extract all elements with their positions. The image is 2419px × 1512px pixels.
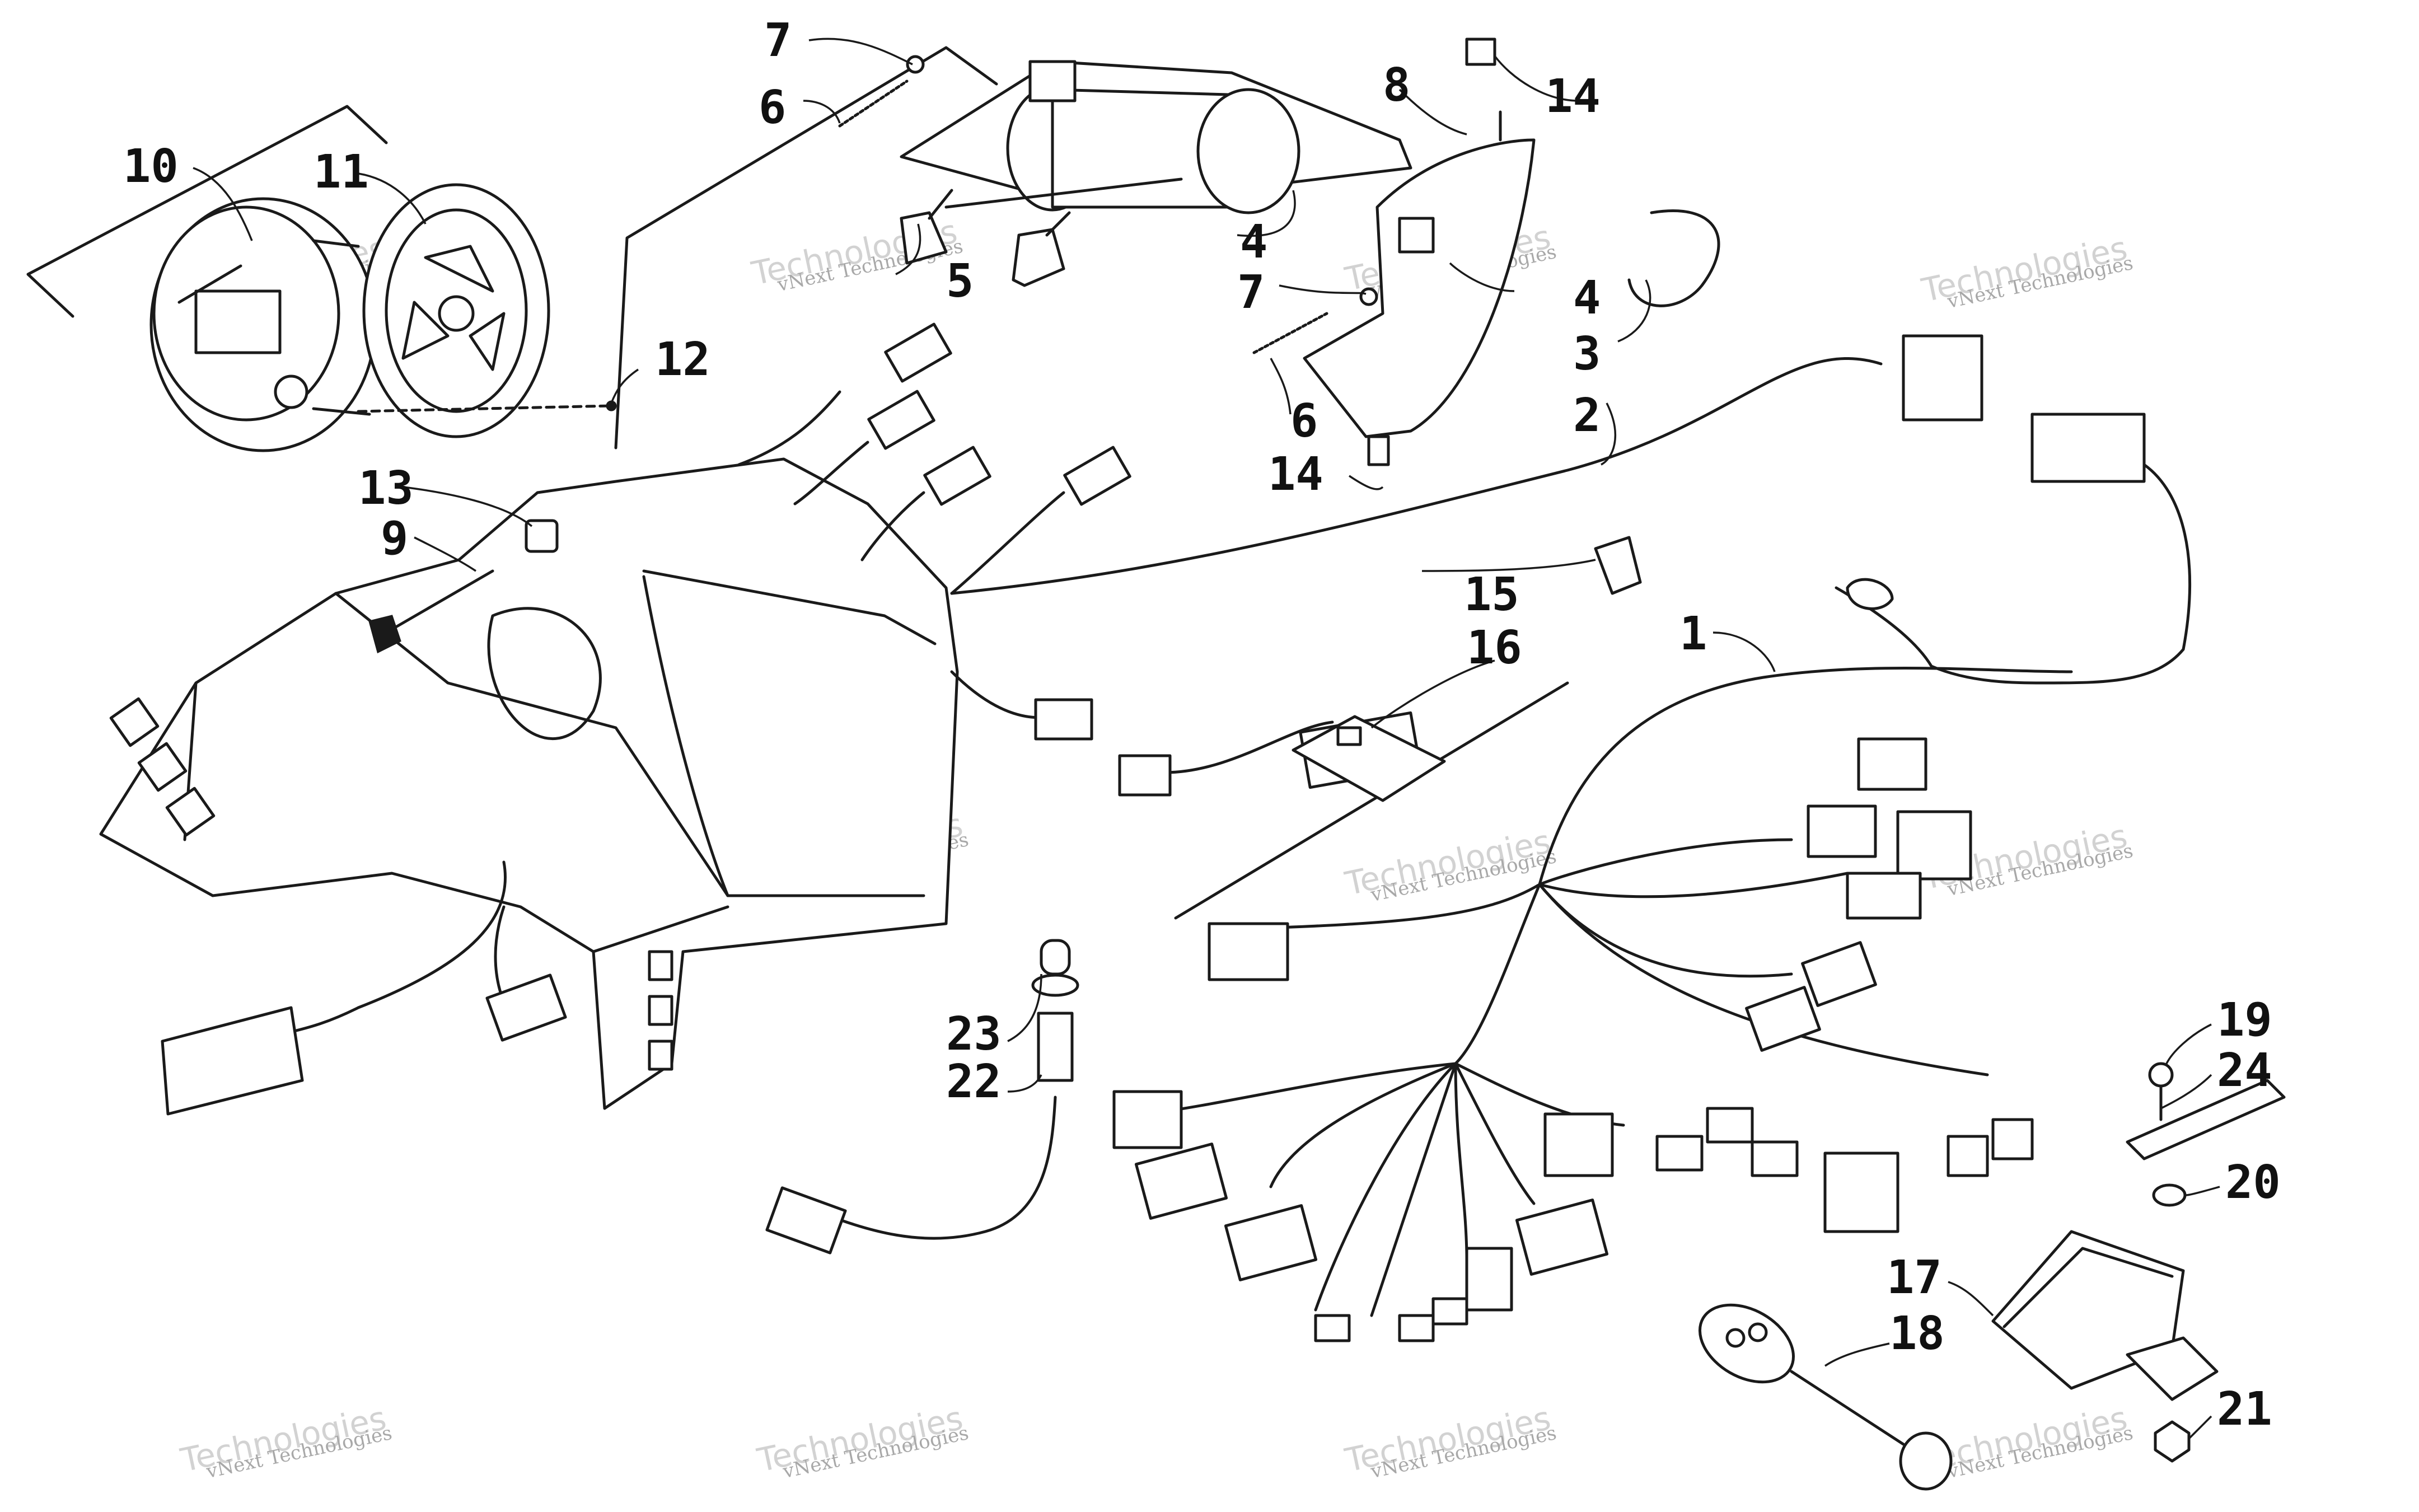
callout-7: 7 xyxy=(1237,266,1265,319)
secondary-connectors xyxy=(1112,578,2034,1342)
diagnostic-connector xyxy=(161,860,567,1116)
cable-clamp-band xyxy=(1627,209,1720,307)
harness-connectors xyxy=(867,322,2146,797)
callout-13: 13 xyxy=(358,462,414,515)
callout-4: 4 xyxy=(1573,271,1601,325)
callout-9: 9 xyxy=(381,512,408,565)
callout-21: 21 xyxy=(2217,1383,2272,1436)
secondary-harness xyxy=(1146,586,2073,1317)
indicator-bulb-socket xyxy=(765,939,1079,1254)
callout-24: 24 xyxy=(2217,1044,2272,1097)
callout-7: 7 xyxy=(764,14,792,67)
ignition-module xyxy=(1991,1230,2219,1401)
adjuster-spring-upper xyxy=(838,55,925,128)
callout-5: 5 xyxy=(946,255,974,308)
guide-lines xyxy=(26,46,1569,920)
main-harness-wires xyxy=(737,357,2192,774)
callout-6: 6 xyxy=(1290,395,1318,448)
callout-8: 8 xyxy=(1383,59,1410,112)
gauge-back-cover xyxy=(362,183,550,438)
grommet xyxy=(525,519,559,553)
gauge-cluster xyxy=(149,197,377,452)
callout-14: 14 xyxy=(1268,448,1323,501)
mounting-bolt xyxy=(368,569,494,654)
callout-6: 6 xyxy=(759,81,786,134)
wire-clip xyxy=(1594,536,1642,595)
callout-20: 20 xyxy=(2225,1156,2281,1209)
headlight-reflector xyxy=(1303,38,1536,466)
mounting-hardware xyxy=(2126,1062,2286,1463)
callout-3: 3 xyxy=(1573,327,1601,381)
callout-22: 22 xyxy=(946,1055,1002,1108)
headlight-bulbs xyxy=(900,189,1071,287)
screw-12 xyxy=(357,400,617,413)
callout-12: 12 xyxy=(655,333,710,386)
headlight-housing xyxy=(900,60,1412,214)
callout-4: 4 xyxy=(1240,216,1267,269)
callout-19: 19 xyxy=(2217,994,2272,1047)
control-module-16 xyxy=(1292,715,1446,802)
callout-leaders xyxy=(193,38,2220,1440)
callout-17: 17 xyxy=(1887,1251,1942,1304)
callout-11: 11 xyxy=(314,146,369,199)
callout-labels: 1 2 3 4 4 5 6 6 7 7 8 9 10 11 12 13 14 1… xyxy=(123,14,2281,1436)
callout-15: 15 xyxy=(1464,568,1519,621)
ignition-key xyxy=(1698,1303,1953,1491)
callout-18: 18 xyxy=(1889,1307,1945,1360)
callout-10: 10 xyxy=(123,140,179,193)
callout-16: 16 xyxy=(1467,621,1522,675)
callout-14: 14 xyxy=(1545,70,1601,123)
callout-23: 23 xyxy=(946,1008,1002,1061)
callout-1: 1 xyxy=(1679,607,1707,661)
callout-2: 2 xyxy=(1573,389,1601,442)
